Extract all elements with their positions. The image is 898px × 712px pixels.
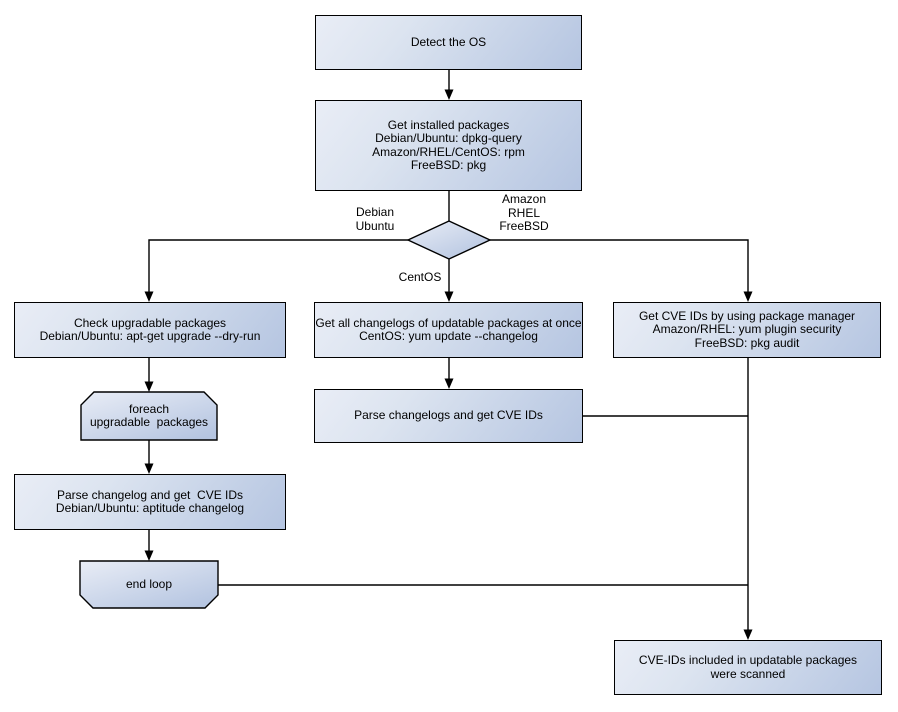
edge-decision-to-check-upgradable — [148, 239, 408, 292]
decision-diamond-shape — [406, 220, 492, 260]
node-scan-result: CVE-IDs included in updatable packages w… — [614, 640, 882, 695]
node-check-upgradable-packages: Check upgradable packages Debian/Ubuntu:… — [14, 302, 286, 358]
node-parse-changelogs-centos: Parse changelogs and get CVE IDs — [314, 389, 583, 443]
edge-decision-to-cve-pkg-manager — [490, 239, 749, 292]
node-parse-changelog-debian: Parse changelog and get CVE IDs Debian/U… — [14, 474, 286, 530]
node-foreach-loop-start: foreach upgradable packages — [89, 401, 209, 429]
node-detect-os: Detect the OS — [315, 15, 582, 70]
foreach-loop-shape — [80, 391, 218, 441]
node-get-cve-ids-package-manager: Get CVE IDs by using package manager Ama… — [613, 302, 881, 358]
node-end-loop: end loop — [125, 576, 173, 591]
edge-label-amazon-rhel-freebsd: Amazon RHEL FreeBSD — [499, 192, 549, 233]
edge-label-centos: CentOS — [398, 270, 442, 284]
arrowheads — [144, 89, 753, 640]
end-loop-shape — [79, 560, 219, 609]
edge-label-debian-ubuntu: Debian Ubuntu — [355, 205, 395, 233]
node-get-changelogs-at-once: Get all changelogs of updatable packages… — [314, 302, 583, 358]
node-get-installed-packages: Get installed packages Debian/Ubuntu: dp… — [315, 100, 582, 191]
